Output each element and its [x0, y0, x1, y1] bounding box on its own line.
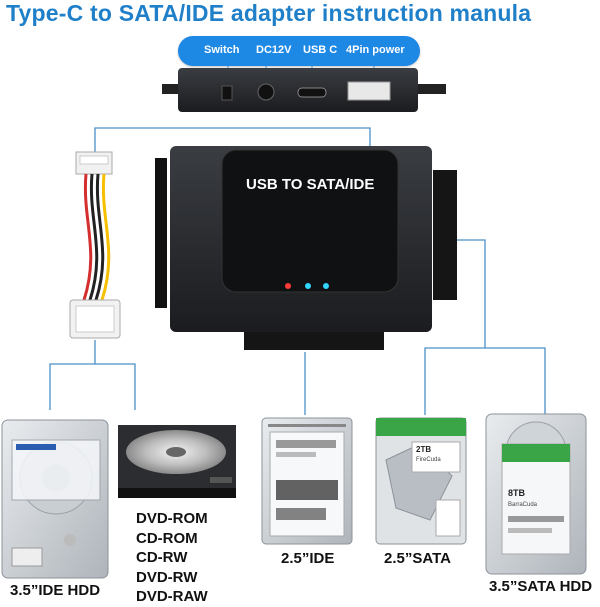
- optical-item: DVD-ROM: [136, 510, 208, 527]
- adapter-main-body: [155, 146, 457, 350]
- optical-item: CD-ROM: [136, 529, 198, 547]
- port-label-bar: Switch DC12V USB C 4Pin power: [178, 36, 420, 66]
- sata25-hdd-image: 2TB FireCuda: [375, 417, 467, 545]
- optical-item: DVD-RAW: [136, 588, 208, 605]
- adapter-side-view: [162, 68, 446, 112]
- connector-lines: [49, 127, 546, 415]
- port-label-4pin: 4Pin power: [346, 44, 405, 56]
- firecuda-name: FireCuda: [416, 457, 441, 463]
- adapter-device-label: USB TO SATA/IDE: [246, 176, 375, 193]
- port-label-dc12v: DC12V: [256, 44, 292, 56]
- molex-power-cable: [69, 151, 121, 339]
- switch-port-icon: [221, 85, 233, 101]
- ide35-hdd-image: [1, 419, 109, 579]
- caption-ide25: 2.5”IDE: [281, 550, 335, 567]
- molex-port-icon: [347, 81, 391, 101]
- caption-sata35-hdd: 3.5”SATA HDD: [489, 578, 593, 595]
- sata35-hdd-image: 8TB BarraCuda: [485, 413, 587, 575]
- dc-jack-icon: [257, 83, 275, 101]
- firecuda-capacity: 2TB: [416, 445, 431, 454]
- barracuda-name: BarraCuda: [508, 502, 538, 508]
- ide25-hdd-image: [261, 417, 353, 545]
- optical-item: DVD-RW: [136, 568, 198, 586]
- port-label-usbc: USB C: [303, 44, 338, 56]
- barracuda-capacity: 8TB: [508, 488, 526, 498]
- usb-c-port-icon: [297, 87, 327, 98]
- port-label-switch: Switch: [204, 44, 240, 56]
- optical-item: CD-RW: [136, 549, 188, 566]
- caption-sata25: 2.5”SATA: [384, 550, 451, 567]
- page-title: Type-C to SATA/IDE adapter instruction m…: [6, 0, 532, 26]
- optical-drive-image: [118, 425, 236, 498]
- optical-drive-list: DVD-ROM CD-ROM CD-RW DVD-RW DVD-RAW: [136, 509, 208, 607]
- caption-ide35-hdd: 3.5”IDE HDD: [10, 582, 101, 599]
